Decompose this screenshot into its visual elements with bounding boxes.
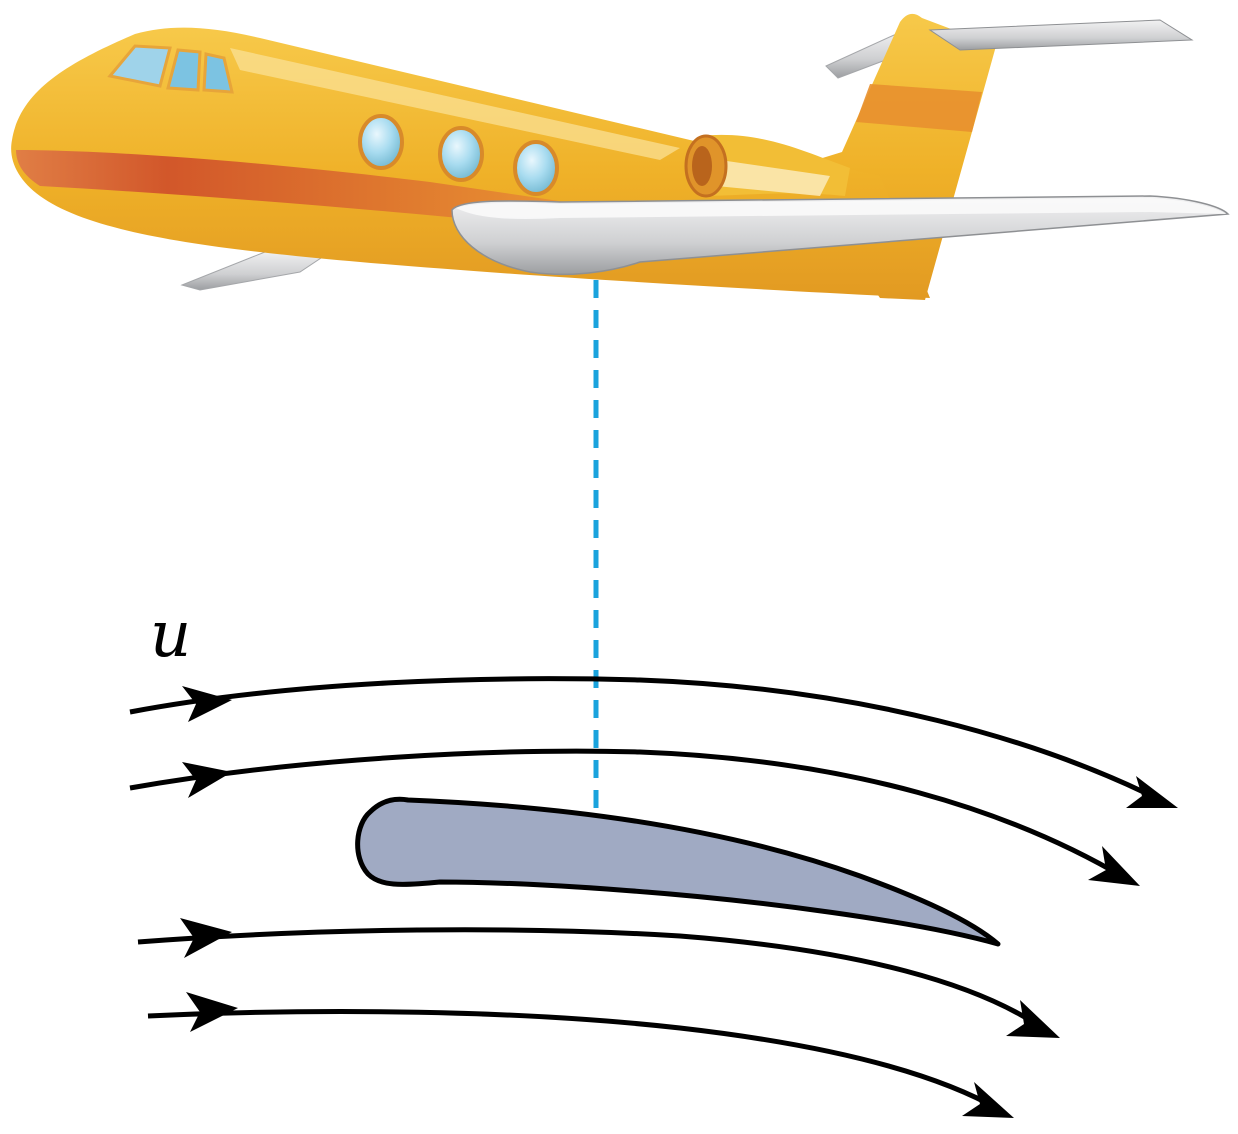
streamline-2-start-arrow: [182, 762, 232, 798]
engine: [684, 134, 850, 198]
streamline-2: [129, 748, 1127, 881]
cockpit-window-2: [166, 48, 202, 92]
fuselage-highlight: [230, 48, 680, 160]
engine-highlight: [716, 160, 830, 196]
cabin-window-3: [513, 140, 559, 196]
streamline-3-start-arrow: [180, 918, 232, 958]
engine-intake-inner: [692, 146, 712, 186]
streamline-2-end-arrow: [1088, 846, 1140, 886]
streamline-4-end-arrow: [962, 1082, 1014, 1118]
cockpit-windows: [107, 44, 234, 94]
cockpit-window-3: [202, 52, 234, 94]
streamlines: [129, 676, 1178, 1118]
tail-stripe: [856, 84, 982, 132]
velocity-label: u: [150, 598, 191, 672]
streamline-1: [129, 676, 1162, 803]
streamline-3: [137, 927, 1047, 1033]
horizontal-stabilizer: [928, 19, 1194, 51]
near-wing-leading-edge: [456, 198, 1226, 219]
cabin-windows: [358, 114, 559, 196]
streamline-3-end-arrow: [1006, 1000, 1060, 1038]
airplane-illustration: [11, 13, 1230, 300]
cabin-window-2: [438, 126, 484, 182]
streamline-4: [147, 1009, 1002, 1113]
streamline-1-end-arrow: [1126, 776, 1178, 808]
cabin-window-1: [358, 114, 404, 170]
far-wing: [180, 249, 332, 291]
streamline-1-start-arrow: [182, 686, 232, 722]
streamline-4-start-arrow: [186, 992, 238, 1032]
airfoil-cross-section: [355, 796, 1001, 947]
cockpit-window-1: [107, 44, 172, 88]
